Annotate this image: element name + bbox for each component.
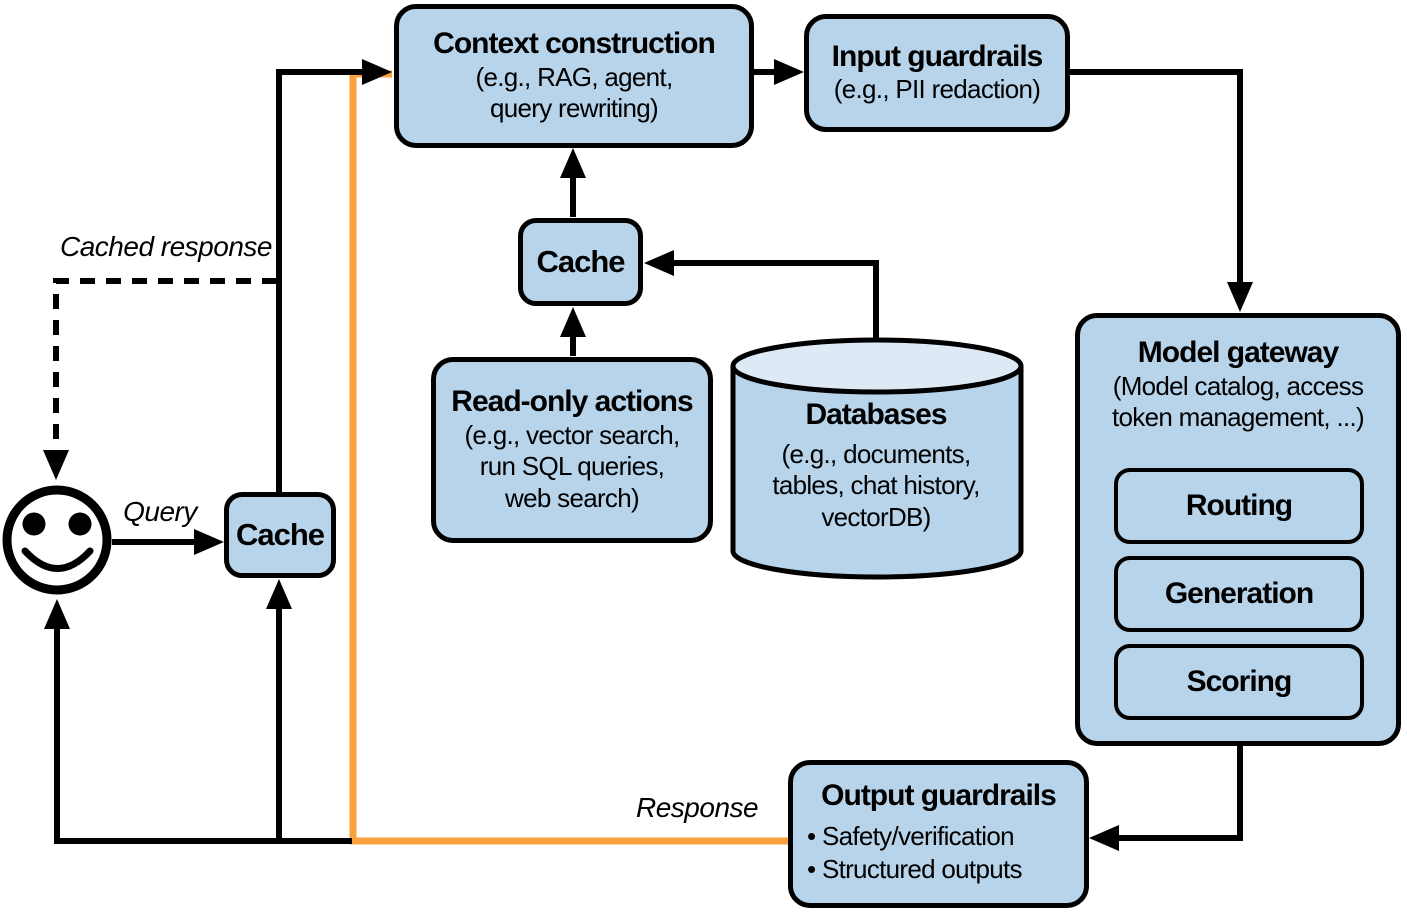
node-title: Model gateway [1137,336,1339,369]
node-subtitle-line: (e.g., PII redaction) [833,74,1041,105]
node-title: Cache [536,244,625,280]
node-subtitle-line: query rewriting) [490,93,659,124]
query-label: Query [123,496,197,527]
node-model-gateway: Model gateway (Model catalog, access tok… [1075,313,1401,746]
node-title: Output guardrails [821,779,1057,812]
node-subtitle-line: (e.g., documents, [781,438,972,469]
bullet-item: Safety/verification [807,820,1022,854]
arrow-response-to-user [44,599,352,844]
node-scoring: Scoring [1114,644,1364,720]
node-title: Read-only actions [451,385,693,419]
arrow-input-to-gateway [1070,69,1253,312]
node-title: Cache [235,517,325,553]
arrow-gateway-to-output [1089,746,1243,851]
arrow-cache-to-context [276,59,392,492]
user-smiley-icon [2,485,112,595]
arrow-databases-to-cache [644,250,879,340]
node-title: Databases [805,398,947,431]
output-guardrails-bullet-list: Safety/verification Structured outputs [793,820,1023,888]
databases-cylinder [730,337,1024,580]
response-label: Response [636,792,759,823]
node-output-guardrails: Output guardrails Safety/verification St… [788,760,1089,908]
node-generation: Generation [1114,556,1364,632]
node-context-construction: Context construction (e.g., RAG, agent, … [394,4,754,148]
arrow-cached-response-dashed [43,278,277,480]
bullet-item: Structured outputs [807,853,1023,887]
node-cache-top: Cache [518,218,643,306]
node-routing: Routing [1114,468,1364,544]
node-read-only-actions: Read-only actions (e.g., vector search, … [431,357,713,543]
node-title: Context construction [433,27,716,61]
node-subtitle-line: token management, ...) [1112,402,1365,433]
node-subtitle-line: (e.g., RAG, agent, [475,61,674,92]
node-subtitle-line: vectorDB) [821,501,931,532]
node-subtitle-line: tables, chat history, [772,470,980,501]
cached-response-label: Cached response [60,231,272,262]
node-subtitle-line: (Model catalog, access [1112,370,1364,401]
node-subtitle-line: web search) [505,483,640,514]
node-subtitle-line: (e.g., vector search, [464,419,680,450]
node-input-guardrails: Input guardrails (e.g., PII redaction) [804,14,1070,132]
node-title: Input guardrails [831,39,1044,73]
node-cache-left: Cache [224,492,336,578]
node-subtitle-line: run SQL queries, [479,451,665,482]
node-databases: Databases (e.g., documents, tables, chat… [745,398,1007,534]
